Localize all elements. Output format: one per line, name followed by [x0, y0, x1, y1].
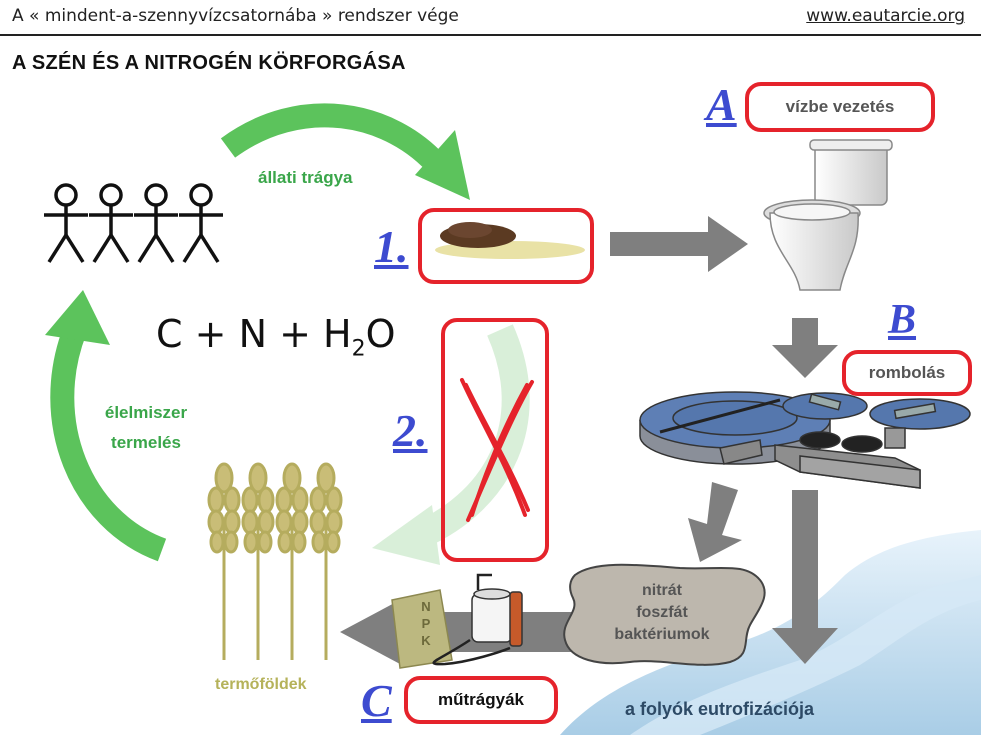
wheat-field: [207, 462, 343, 660]
page-title: A SZÉN ÉS A NITROGÉN KÖRFORGÁSA: [12, 52, 406, 74]
formula-n: N: [238, 312, 268, 356]
bag-letter-k: K: [421, 633, 431, 648]
box-mutragyak: műtrágyák: [404, 676, 558, 724]
formula-h: H: [323, 312, 352, 356]
manure-illustration: [435, 222, 585, 259]
step-b: B: [888, 297, 917, 343]
label-elelmiszer: élelmiszer: [104, 403, 188, 422]
formula-c: C: [156, 312, 183, 356]
grey-arrow-to-river: [772, 490, 838, 664]
label-nitrat: nitrát: [642, 582, 682, 599]
header-website-link[interactable]: www.eautarcie.org: [806, 6, 965, 26]
formula: C + N + H2O: [156, 312, 396, 362]
step-2: 2.: [393, 405, 428, 456]
cross-mark: [460, 378, 534, 522]
label-termofoldek: termőföldek: [215, 676, 307, 693]
fertilizer-bag: [391, 589, 453, 669]
people-group: [44, 183, 223, 263]
label-elelmiszer-termeles: élelmiszer termelés: [86, 398, 206, 458]
formula-plus-1: +: [194, 312, 227, 356]
river: [560, 530, 981, 735]
formula-subscript: 2: [351, 336, 366, 362]
formula-o: O: [365, 312, 396, 356]
step-a: A: [706, 79, 737, 130]
river-highlight: [630, 575, 981, 735]
label-foszfat: foszfát: [636, 604, 688, 621]
sludge-deposit: [563, 563, 766, 666]
step-1: 1.: [374, 221, 409, 272]
step-c: C: [361, 675, 392, 726]
bag-letter-p: P: [421, 616, 431, 631]
label-allati-tragya: állati trágya: [258, 168, 353, 187]
faded-green-arrowhead: [372, 505, 440, 565]
box-crossed-path: [441, 318, 549, 562]
faded-green-arrow: [414, 324, 530, 548]
green-arrow-manure: [220, 103, 450, 177]
grey-arrow-to-fields: [340, 600, 575, 664]
bag-npk-label: N P K: [406, 598, 446, 649]
label-bakteriumok: baktériumok: [614, 626, 710, 643]
treatment-plant: [639, 391, 971, 489]
green-arrow-food-head: [45, 290, 110, 345]
sprayer-illustration: [432, 573, 523, 666]
green-arrow-manure-head: [415, 130, 470, 200]
grey-arrow-to-deposit: [688, 482, 742, 562]
bag-letter-n: N: [421, 599, 431, 614]
label-termeles: termelés: [111, 433, 181, 452]
box-manure: [418, 208, 594, 284]
label-river-eutrophication: a folyók eutrofizációja: [625, 699, 815, 719]
box-vizbe-vezetes: vízbe vezetés: [745, 82, 935, 132]
header-divider: [0, 34, 981, 36]
label-deposit-contents: nitrát foszfát baktériumok: [592, 580, 732, 646]
grey-arrow-down-b: [772, 318, 838, 378]
toilet-illustration: [763, 139, 893, 291]
grey-arrow-to-toilet: [610, 216, 748, 272]
header-left-title: A « mindent-a-szennyvízcsatornába » rend…: [12, 6, 459, 26]
green-arrow-food: [50, 325, 167, 562]
formula-plus-2: +: [279, 312, 311, 356]
box-rombolas: rombolás: [842, 350, 972, 396]
